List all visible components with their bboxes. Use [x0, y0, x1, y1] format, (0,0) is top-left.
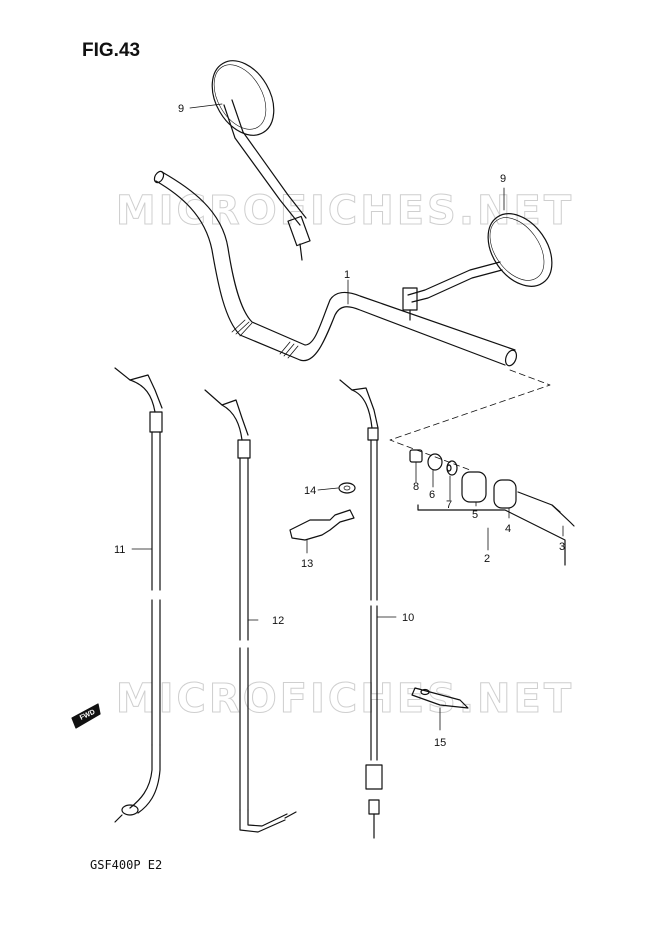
- callout-14: 14: [304, 485, 316, 497]
- washer-14: [338, 482, 356, 494]
- callout-7: 7: [446, 499, 452, 511]
- model-code: GSF400P E2: [90, 858, 163, 872]
- bar-end-assembly: [409, 449, 575, 566]
- callout-9-left: 9: [178, 103, 184, 115]
- callout-5: 5: [472, 509, 478, 521]
- mirror-right: [402, 213, 553, 321]
- callout-6: 6: [429, 489, 435, 501]
- fwd-arrow-icon: FWD: [71, 703, 101, 729]
- watermark-bottom: MICROFICHES.NET: [115, 676, 575, 723]
- callout-8: 8: [413, 481, 419, 493]
- callout-9-right: 9: [500, 173, 506, 185]
- callout-12: 12: [272, 615, 284, 627]
- clamp-13: [289, 509, 355, 541]
- callout-15: 15: [434, 737, 446, 749]
- leader-lines: [131, 103, 564, 731]
- cable-11: [114, 367, 163, 823]
- callout-2: 2: [484, 553, 490, 565]
- mirror-left: [211, 60, 311, 261]
- callout-numbers: 9 9 1 11 12 10 14 13 15 8 6 7 5 4 2 3: [114, 103, 565, 749]
- cable-10: [339, 379, 383, 839]
- figure-title: FIG.43: [82, 40, 141, 61]
- watermark-top: MICROFICHES.NET: [115, 188, 575, 235]
- callout-4: 4: [505, 523, 511, 535]
- callout-11: 11: [114, 544, 125, 556]
- handlebar: [153, 170, 518, 367]
- clamp-15: [411, 687, 469, 709]
- cable-12: [204, 389, 297, 833]
- callout-10: 10: [402, 612, 414, 624]
- callout-3: 3: [559, 541, 565, 553]
- callout-13: 13: [301, 558, 313, 570]
- callout-1: 1: [344, 269, 350, 281]
- phantom-lines: [389, 369, 551, 471]
